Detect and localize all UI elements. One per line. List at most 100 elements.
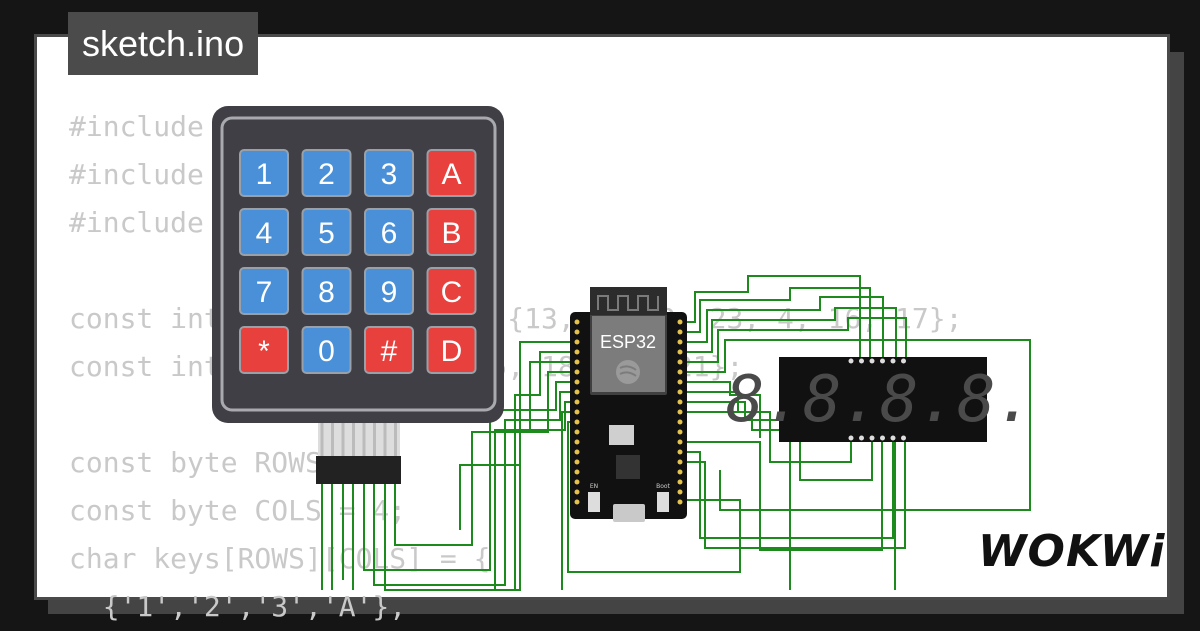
keypad-connector	[316, 423, 401, 484]
key-label: *	[258, 335, 270, 368]
board-pin	[677, 439, 683, 445]
key-face	[426, 208, 477, 256]
keypad-key[interactable]: 2	[301, 149, 352, 197]
display-pin	[869, 358, 875, 364]
keypad-key[interactable]: *	[239, 326, 289, 374]
board-pin	[574, 349, 580, 355]
board-pin	[677, 389, 683, 395]
key-face	[301, 208, 352, 256]
keypad-frame	[220, 116, 497, 412]
key-label: #	[381, 335, 398, 368]
board-pin	[677, 479, 683, 485]
key-label: 8	[318, 276, 335, 309]
wokwi-logo: WOKWi	[978, 526, 1165, 577]
keypad-key[interactable]: 9	[364, 267, 414, 315]
display-digits: 8.8.8.8.	[726, 363, 1034, 437]
key-face	[364, 208, 414, 256]
key-face	[239, 208, 289, 256]
wire	[567, 421, 741, 573]
key-label: 1	[256, 158, 273, 191]
key-face	[364, 149, 414, 197]
display-pin	[880, 435, 885, 441]
key-label: B	[441, 217, 461, 250]
wire	[680, 317, 907, 363]
keypad-key[interactable]: 5	[301, 208, 352, 256]
wire	[494, 361, 577, 590]
boot-button[interactable]	[657, 492, 669, 512]
wire	[680, 275, 861, 361]
wire	[394, 371, 577, 546]
wire	[373, 391, 577, 586]
board-pin	[677, 319, 683, 325]
display-body	[779, 357, 987, 442]
file-tab[interactable]: sketch.ino	[68, 12, 259, 75]
board-pin	[677, 359, 683, 365]
key-label: 4	[256, 217, 273, 250]
board-pin	[574, 459, 580, 465]
board-pin	[574, 429, 580, 435]
board-pin	[574, 339, 580, 345]
key-face	[364, 326, 414, 374]
keypad-key[interactable]: D	[426, 326, 477, 374]
display-pin	[880, 358, 885, 364]
board-pin	[677, 409, 683, 415]
keypad-key[interactable]: 7	[239, 267, 289, 315]
key-face	[301, 267, 352, 315]
keypad-key[interactable]: B	[426, 208, 477, 256]
seven-segment-display[interactable]: 8.8.8.8.	[726, 357, 1034, 442]
board-pin	[574, 479, 580, 485]
wire	[680, 381, 761, 438]
board-pin	[677, 469, 683, 475]
key-label: A	[441, 158, 461, 191]
board-pin	[574, 399, 580, 405]
key-label: 9	[381, 276, 398, 309]
keypad-key[interactable]: 4	[239, 208, 289, 256]
board-pin	[677, 419, 683, 425]
wire	[680, 438, 883, 551]
board-pin	[574, 379, 580, 385]
esp32-board[interactable]: ESP32 EN Boot	[570, 287, 687, 522]
board-pin	[677, 459, 683, 465]
wire	[459, 341, 577, 530]
en-label: EN	[590, 483, 598, 490]
board-pin	[677, 349, 683, 355]
keypad-key[interactable]: A	[426, 149, 477, 197]
display-pin	[890, 358, 896, 364]
key-face	[364, 267, 414, 315]
board-pin	[677, 379, 683, 385]
key-face	[239, 149, 289, 197]
key-label: 3	[381, 158, 398, 191]
keypad-key[interactable]: 8	[301, 267, 352, 315]
board-pin	[574, 469, 580, 475]
wire	[680, 287, 871, 361]
keypad-key[interactable]: 1	[239, 149, 289, 197]
display-pin	[848, 435, 854, 441]
board-pin	[677, 499, 683, 505]
board-pin	[574, 499, 580, 505]
usb-port[interactable]	[613, 504, 645, 522]
keypad-key[interactable]: 6	[364, 208, 414, 256]
keypad-key[interactable]: 0	[301, 326, 352, 374]
display-pin	[901, 435, 906, 441]
keypad-key[interactable]: #	[364, 326, 414, 374]
board-pin	[677, 339, 683, 345]
regulator	[609, 425, 634, 445]
board-pin	[677, 329, 683, 335]
key-label: 2	[318, 158, 335, 191]
display-pin	[901, 358, 906, 364]
wire	[680, 391, 852, 463]
key-label: 6	[381, 217, 398, 250]
board-pin	[574, 319, 580, 325]
key-face	[301, 149, 352, 197]
keypad-key[interactable]: C	[426, 267, 477, 315]
en-button[interactable]	[588, 492, 600, 512]
wire	[680, 296, 884, 361]
key-face	[426, 326, 477, 374]
display-pin	[890, 435, 896, 441]
board-pin	[574, 449, 580, 455]
board-pin	[677, 489, 683, 495]
wire	[680, 438, 894, 539]
board-pin	[677, 449, 683, 455]
keypad-key[interactable]: 3	[364, 149, 414, 197]
